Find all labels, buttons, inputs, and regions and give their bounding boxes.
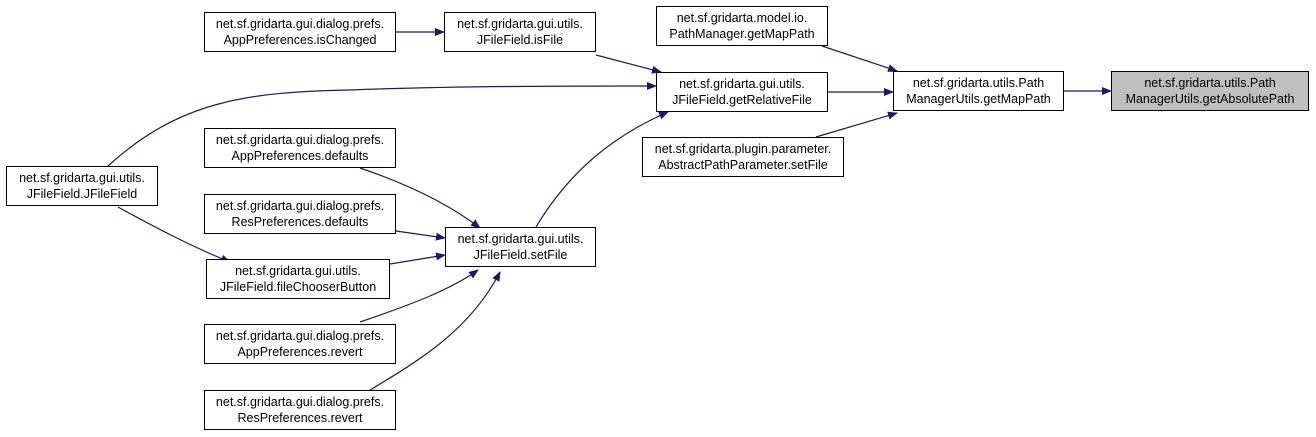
- node-label-line1: net.sf.gridarta.utils.Path: [912, 76, 1045, 90]
- node-label-line1: net.sf.gridarta.gui.utils.: [457, 232, 584, 246]
- node-label-line2: AbstractPathParameter.setFile: [658, 158, 828, 172]
- node-label-line2: ManagerUtils.getAbsolutePath: [1125, 92, 1295, 106]
- node-abstractpathparameter-setfile[interactable]: net.sf.gridarta.plugin.parameter. Abstra…: [642, 137, 844, 177]
- node-label-line1: net.sf.gridarta.gui.dialog.prefs.: [215, 199, 385, 213]
- edge-isfile-to-getrelativefile: [595, 54, 662, 74]
- node-label-line2: PathManager.getMapPath: [669, 27, 815, 41]
- node-label-line2: JFileField.setFile: [473, 248, 568, 262]
- node-apppreferences-revert[interactable]: net.sf.gridarta.gui.dialog.prefs. AppPre…: [204, 324, 396, 364]
- node-label-line1: net.sf.gridarta.gui.utils.: [679, 77, 805, 91]
- edge-jfilefield-to-getrelativefile: [107, 82, 657, 167]
- edge-resrevert-to-setfile: [369, 271, 501, 391]
- edge-jfilefield-to-filechooser: [117, 206, 231, 263]
- node-label-line1: net.sf.gridarta.plugin.parameter.: [654, 142, 832, 156]
- node-jfilefield-getrelativefile[interactable]: net.sf.gridarta.gui.utils. JFileField.ge…: [656, 72, 828, 112]
- node-jfilefield-filechooserbutton[interactable]: net.sf.gridarta.gui.utils. JFileField.fi…: [206, 259, 390, 299]
- node-label-line1: net.sf.gridarta.gui.utils.: [235, 264, 361, 278]
- edge-pathmanager-to-getmappath: [821, 45, 898, 72]
- node-label-line1: net.sf.gridarta.gui.dialog.prefs.: [215, 329, 385, 343]
- node-respreferences-revert[interactable]: net.sf.gridarta.gui.dialog.prefs. ResPre…: [204, 390, 396, 430]
- node-label-line2: ResPreferences.defaults: [231, 215, 369, 229]
- node-label-line1: net.sf.gridarta.gui.dialog.prefs.: [215, 133, 385, 147]
- edge-appdefaults-to-setfile: [359, 167, 481, 229]
- node-label-line2: ResPreferences.revert: [237, 411, 363, 425]
- node-pathmanagerutils-getabsolutepath: net.sf.gridarta.utils.Path ManagerUtils.…: [1111, 71, 1309, 111]
- node-label-line2: AppPreferences.revert: [237, 345, 363, 359]
- node-label-line2: ManagerUtils.getMapPath: [906, 92, 1051, 106]
- node-pathmanagerutils-getmappath[interactable]: net.sf.gridarta.utils.Path ManagerUtils.…: [893, 71, 1064, 111]
- edge-setfile-to-getrelativefile: [535, 111, 669, 228]
- node-jfilefield-isfile[interactable]: net.sf.gridarta.gui.utils. JFileField.is…: [444, 12, 596, 52]
- node-pathmanager-getmappath[interactable]: net.sf.gridarta.model.io. PathManager.ge…: [656, 6, 828, 46]
- edge-resdefaults-to-setfile: [395, 230, 446, 241]
- node-label-line2: JFileField.JFileField: [26, 187, 138, 201]
- node-label-line1: net.sf.gridarta.gui.utils.: [457, 17, 583, 31]
- node-apppreferences-defaults[interactable]: net.sf.gridarta.gui.dialog.prefs. AppPre…: [204, 128, 396, 168]
- node-jfilefield-constructor[interactable]: net.sf.gridarta.gui.utils. JFileField.JF…: [6, 166, 158, 206]
- edge-apprevert-to-setfile: [359, 269, 479, 323]
- node-label-line2: JFileField.fileChooserButton: [219, 280, 377, 294]
- node-label-line1: net.sf.gridarta.gui.dialog.prefs.: [215, 395, 385, 409]
- node-label-line1: net.sf.gridarta.gui.utils.: [19, 171, 145, 185]
- node-respreferences-defaults[interactable]: net.sf.gridarta.gui.dialog.prefs. ResPre…: [204, 194, 396, 234]
- node-label-line1: net.sf.gridarta.utils.Path: [1144, 76, 1276, 90]
- node-label-line2: AppPreferences.defaults: [231, 149, 369, 163]
- node-label-line1: net.sf.gridarta.gui.dialog.prefs.: [215, 17, 385, 31]
- node-label-line1: net.sf.gridarta.model.io.: [676, 11, 808, 25]
- node-label-line2: JFileField.getRelativeFile: [672, 93, 812, 107]
- node-label-line2: AppPreferences.isChanged: [223, 33, 377, 47]
- edge-filechooser-to-setfile: [389, 252, 446, 265]
- node-jfilefield-setfile[interactable]: net.sf.gridarta.gui.utils. JFileField.se…: [445, 227, 596, 267]
- node-apppreferences-ischanged[interactable]: net.sf.gridarta.gui.dialog.prefs. AppPre…: [204, 12, 396, 52]
- node-label-line2: JFileField.isFile: [476, 33, 564, 47]
- edge-abstractpathparameter-to-getmappath: [815, 111, 898, 138]
